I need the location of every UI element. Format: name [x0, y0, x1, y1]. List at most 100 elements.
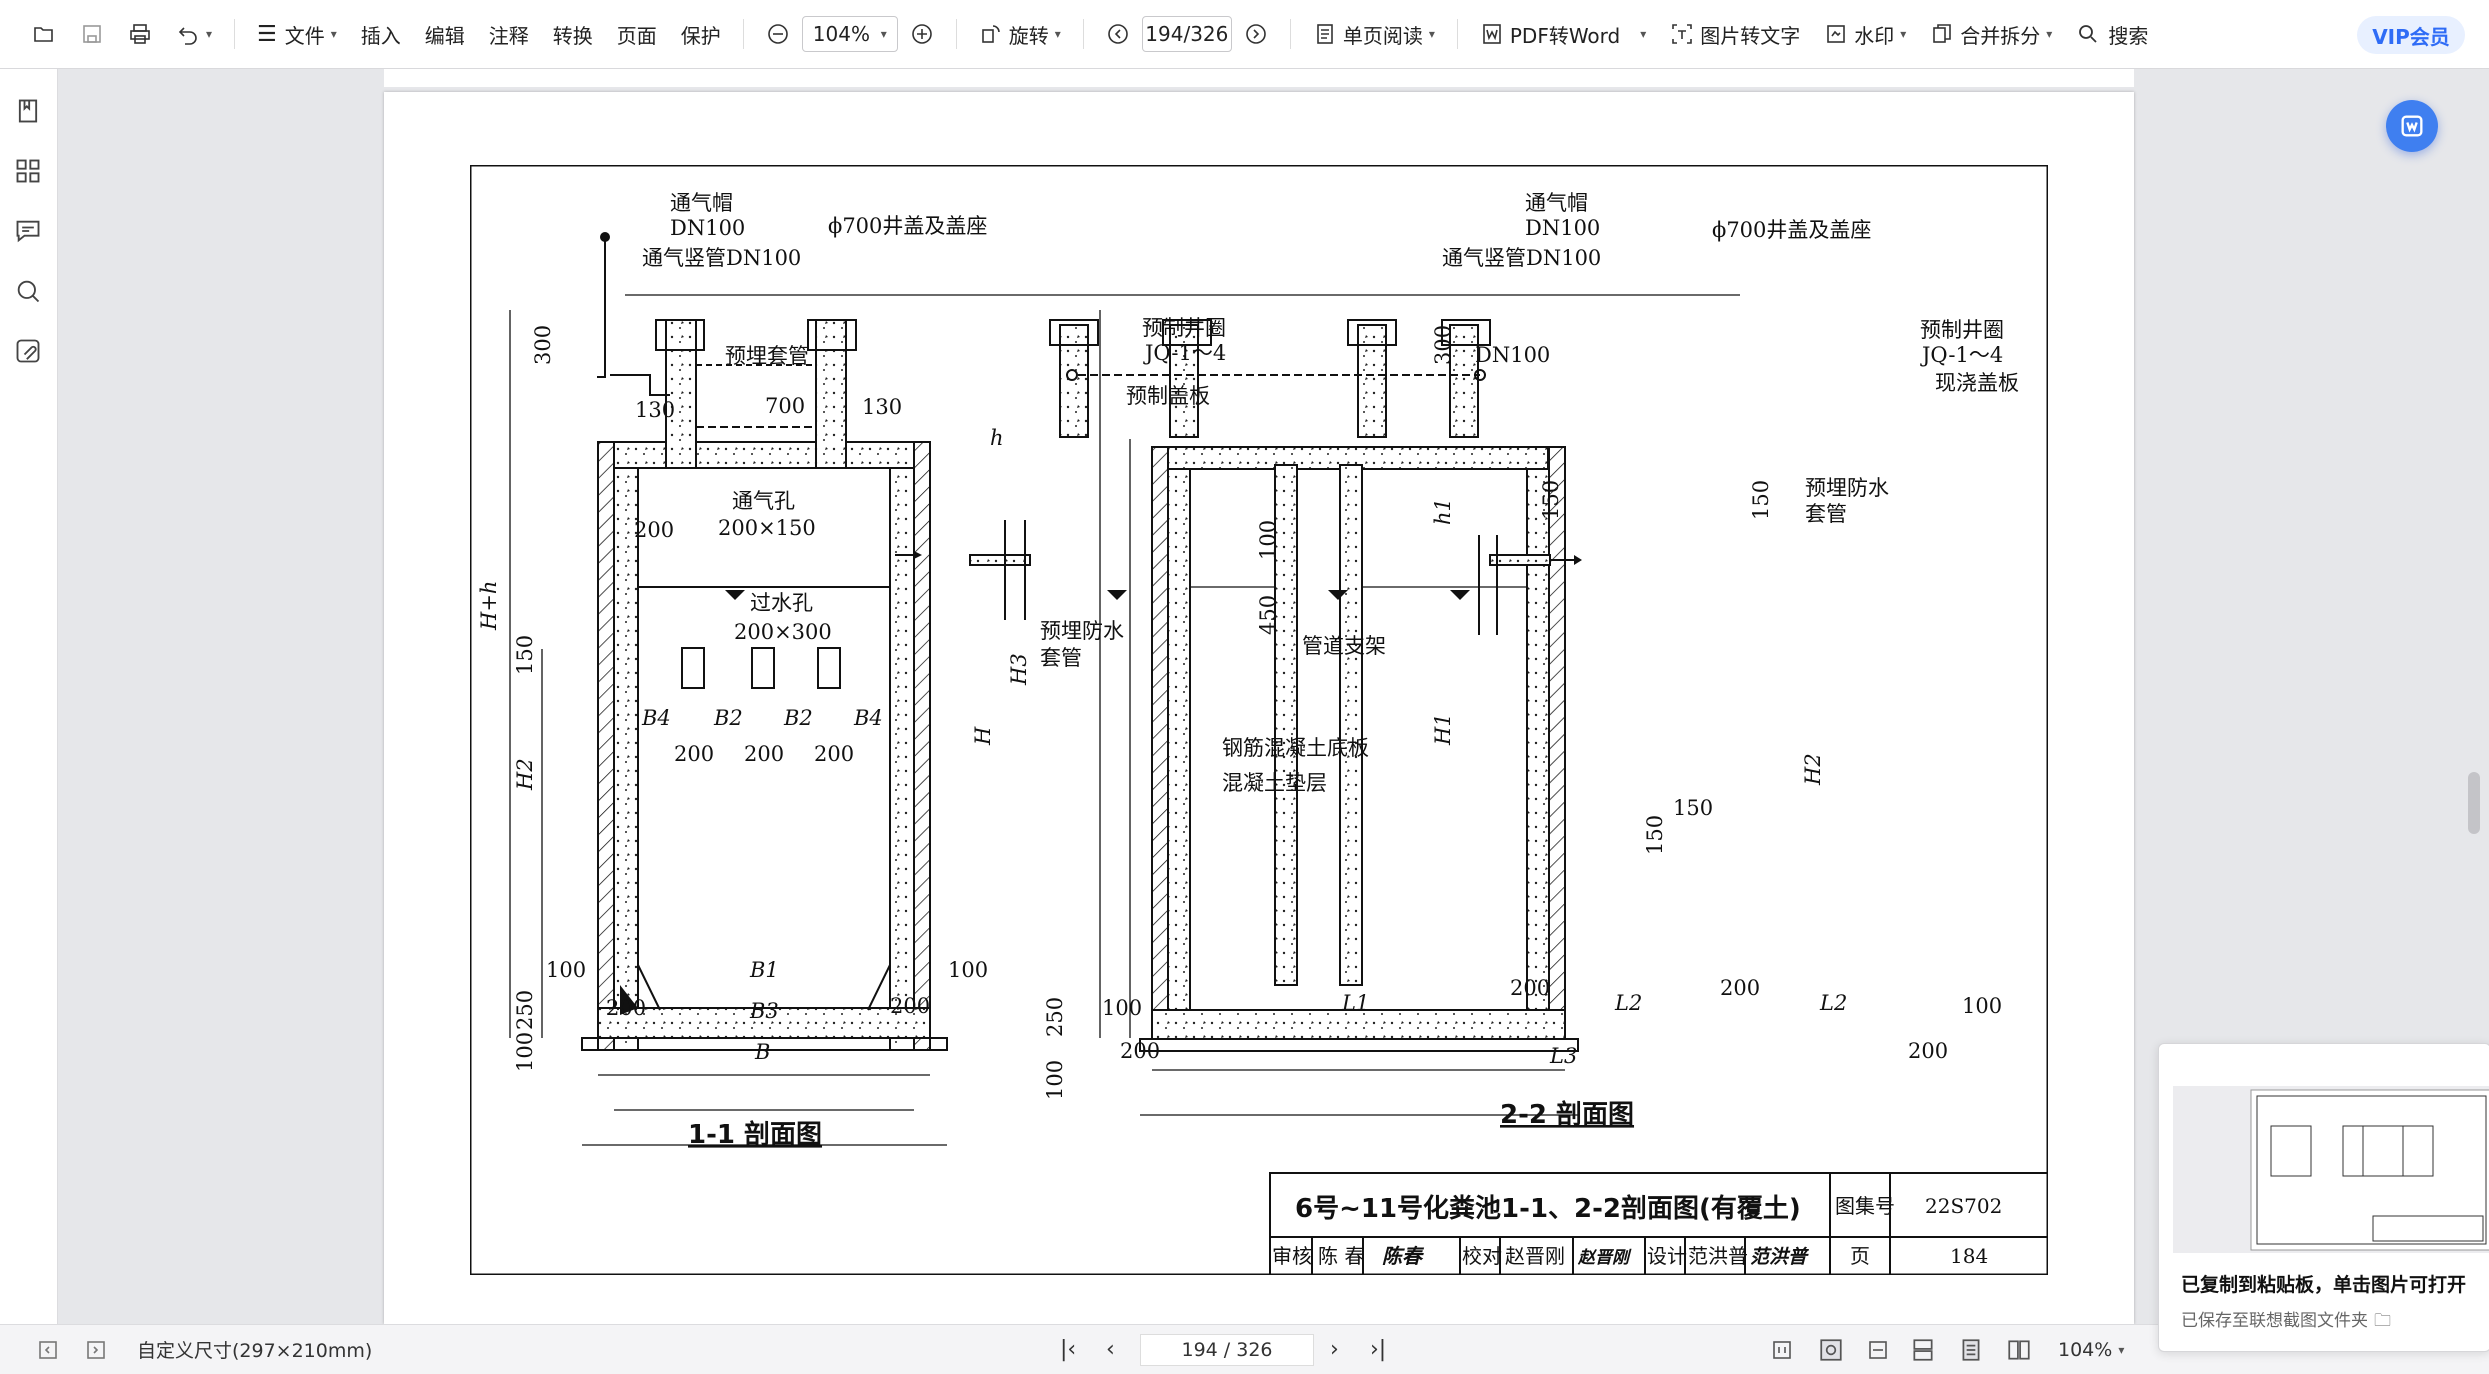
section-1-1-labels: 通气帽 DN100 通气竖管DN100 ϕ700井盖及盖座 预埋套管 300 1… — [477, 191, 988, 1150]
dim-150: 150 — [1643, 815, 1667, 855]
label-sleeve: 预埋套管 — [725, 344, 809, 368]
rotate-label: 旋转 — [1008, 23, 1049, 48]
single-page-label: 单页阅读 — [1342, 23, 1423, 48]
label-vent-pipe: 通气竖管DN100 — [642, 246, 801, 270]
dim-b2: B2 — [713, 706, 743, 730]
last-page-button[interactable]: ›| — [1370, 1337, 1387, 1362]
dim-130: 130 — [635, 398, 675, 422]
vertical-scrollbar[interactable] — [2468, 772, 2480, 834]
label-precast-ring: 预制井圈 — [1920, 318, 2004, 342]
dim-300: 300 — [531, 325, 555, 365]
first-page-button[interactable]: |‹ — [1060, 1337, 1077, 1362]
previous-page-edge — [384, 69, 2134, 87]
pdf-to-word-button[interactable]: PDF转Word▾ — [1470, 12, 1656, 56]
two-page-view-icon[interactable] — [2006, 1325, 2032, 1374]
zoom-select[interactable]: 104%▾ — [801, 16, 898, 52]
next-page-button[interactable]: › — [1330, 1337, 1339, 1362]
open-file-icon[interactable] — [22, 12, 66, 56]
toast-subtitle-row[interactable]: 已保存至联想截图文件夹🗀 — [2181, 1306, 2391, 1337]
next-page-button[interactable] — [1234, 12, 1278, 56]
zoom-out-button[interactable] — [756, 12, 800, 56]
chevron-down-icon: ▾ — [880, 27, 887, 41]
dim-100: 100 — [546, 958, 586, 982]
dim-H: H — [971, 726, 995, 746]
section-2-2-labels: 通气帽 DN100 通气竖管DN100 ϕ700井盖及盖座 预制井圈 JQ-1～… — [971, 191, 2019, 1130]
label-ring-code: JQ-1～4 — [1920, 343, 2003, 367]
thumbnail-icon[interactable] — [14, 157, 42, 185]
save-icon[interactable] — [70, 12, 114, 56]
dim-h2: H2 — [513, 758, 537, 791]
single-page-read-button[interactable]: 单页阅读 ▾ — [1303, 12, 1445, 56]
dim-l3: L3 — [1549, 1044, 1577, 1068]
prev-page-button[interactable]: ‹ — [1106, 1337, 1115, 1362]
chevron-down-icon: ▾ — [2046, 27, 2053, 41]
search-button[interactable]: 搜索 — [2066, 12, 2158, 56]
dim-200: 200 — [674, 742, 714, 766]
insert-menu[interactable]: 插入 — [360, 23, 401, 48]
page-size-label: 自定义尺寸(297×210mm) — [137, 1340, 373, 1362]
print-icon[interactable] — [118, 12, 162, 56]
rotate-button[interactable]: 旋转▾ — [969, 12, 1071, 56]
dim-h3: H3 — [1007, 653, 1031, 686]
zoom-in-button[interactable] — [900, 12, 944, 56]
dim-l1: L1 — [1341, 991, 1369, 1015]
continuous-view-icon[interactable] — [1910, 1325, 1936, 1374]
dim-100: 100 — [1962, 994, 2002, 1018]
page-label: 页 — [1850, 1244, 1870, 1268]
page-menu[interactable]: 页面 — [616, 23, 657, 48]
label-dn100: DN100 — [1475, 343, 1550, 367]
edit-menu[interactable]: 编辑 — [424, 23, 465, 48]
sidebar-toggle-right-icon[interactable] — [84, 1325, 108, 1374]
dim-150: 150 — [1539, 480, 1563, 520]
file-menu-label: 文件 — [284, 23, 325, 48]
prev-page-button[interactable] — [1096, 12, 1140, 56]
search-label: 搜索 — [2108, 23, 2149, 48]
chevron-down-icon: ▾ — [1428, 27, 1435, 41]
dim-200: 200 — [606, 996, 646, 1020]
review-label: 审核 — [1272, 1244, 1312, 1268]
section-title-1-1: 1-1 剖面图 — [688, 1119, 822, 1150]
page-indicator[interactable]: 194 / 326 — [1140, 1333, 1314, 1366]
image-to-text-button[interactable]: 图片转文字 — [1660, 12, 1810, 56]
zoom-select[interactable]: 104%▾ — [2058, 1325, 2124, 1374]
vip-button[interactable]: VIP会员 — [2357, 16, 2465, 54]
dim-b3: B3 — [749, 999, 779, 1023]
convert-menu[interactable]: 转换 — [552, 23, 593, 48]
attachment-icon[interactable] — [14, 337, 42, 365]
dim-200: 200 — [634, 518, 674, 542]
merge-split-button[interactable]: 合并拆分▾ — [1920, 12, 2062, 56]
fit-width-icon[interactable] — [1866, 1325, 1890, 1374]
protect-menu[interactable]: 保护 — [680, 23, 721, 48]
reviewer-name: 陈 春 — [1318, 1244, 1364, 1268]
file-menu[interactable]: ☰文件▾ — [247, 12, 347, 56]
pdf-to-word-label: PDF转Word — [1509, 23, 1621, 48]
clipboard-toast[interactable]: 已复制到粘贴板，单击图片可打开 已保存至联想截图文件夹🗀 — [2158, 1043, 2489, 1352]
label-precast-slab: 预制盖板 — [1126, 384, 1210, 408]
page-input[interactable]: 194/326 — [1141, 16, 1232, 52]
divider — [955, 19, 957, 49]
watermark-button[interactable]: 水印▾ — [1814, 12, 1916, 56]
fit-page-icon[interactable] — [1818, 1325, 1844, 1374]
dim-h-plus-h: H+h — [477, 581, 501, 631]
label-water-hole: 过水孔 — [750, 591, 813, 615]
label-ring-code: JQ-1～4 — [1143, 341, 1226, 365]
comment-icon[interactable] — [14, 217, 42, 245]
toast-title: 已复制到粘贴板，单击图片可打开 — [2181, 1274, 2467, 1296]
dim-200: 200 — [744, 742, 784, 766]
bookmark-icon[interactable] — [14, 97, 42, 125]
undo-button[interactable]: ▾ — [166, 12, 222, 56]
single-view-icon[interactable] — [1958, 1325, 1984, 1374]
screenshot-icon — [2401, 115, 2423, 137]
dim-100: 100 — [948, 958, 988, 982]
annotate-menu[interactable]: 注释 — [488, 23, 529, 48]
checker-name: 赵晋刚 — [1505, 1244, 1565, 1268]
dim-l2: L2 — [1819, 991, 1847, 1015]
divider — [1082, 19, 1084, 49]
sidebar-toggle-left-icon[interactable] — [36, 1325, 60, 1374]
actual-size-icon[interactable] — [1770, 1325, 1794, 1374]
search-icon[interactable] — [14, 277, 42, 305]
toast-thumbnail[interactable] — [2173, 1086, 2489, 1253]
atlas-label: 图集号 — [1835, 1194, 1895, 1218]
page-indicator-box[interactable]: 194 / 326 — [1140, 1325, 1314, 1374]
screenshot-tool-button[interactable] — [2386, 100, 2438, 152]
